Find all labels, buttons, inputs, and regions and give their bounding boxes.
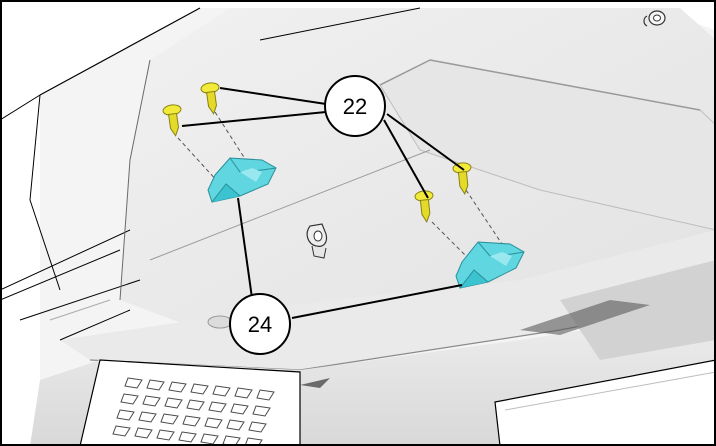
mount-hole — [207, 315, 233, 329]
callout-22: 22 — [324, 75, 386, 137]
fastener-3 — [414, 190, 434, 223]
callout-24-label: 24 — [248, 312, 272, 337]
top-right-fastener-icon — [643, 10, 666, 27]
fastener-2 — [162, 104, 182, 137]
hood-body — [0, 7, 716, 446]
hood-latch-icon — [306, 223, 328, 259]
callout-22-label: 22 — [343, 94, 367, 119]
front-grille — [79, 359, 301, 446]
fastener-1 — [200, 82, 220, 115]
alignment-lines — [177, 111, 503, 259]
clip-left — [207, 157, 277, 203]
callout-24: 24 — [229, 293, 291, 355]
clip-right — [455, 241, 525, 289]
leader-lines — [181, 87, 465, 319]
